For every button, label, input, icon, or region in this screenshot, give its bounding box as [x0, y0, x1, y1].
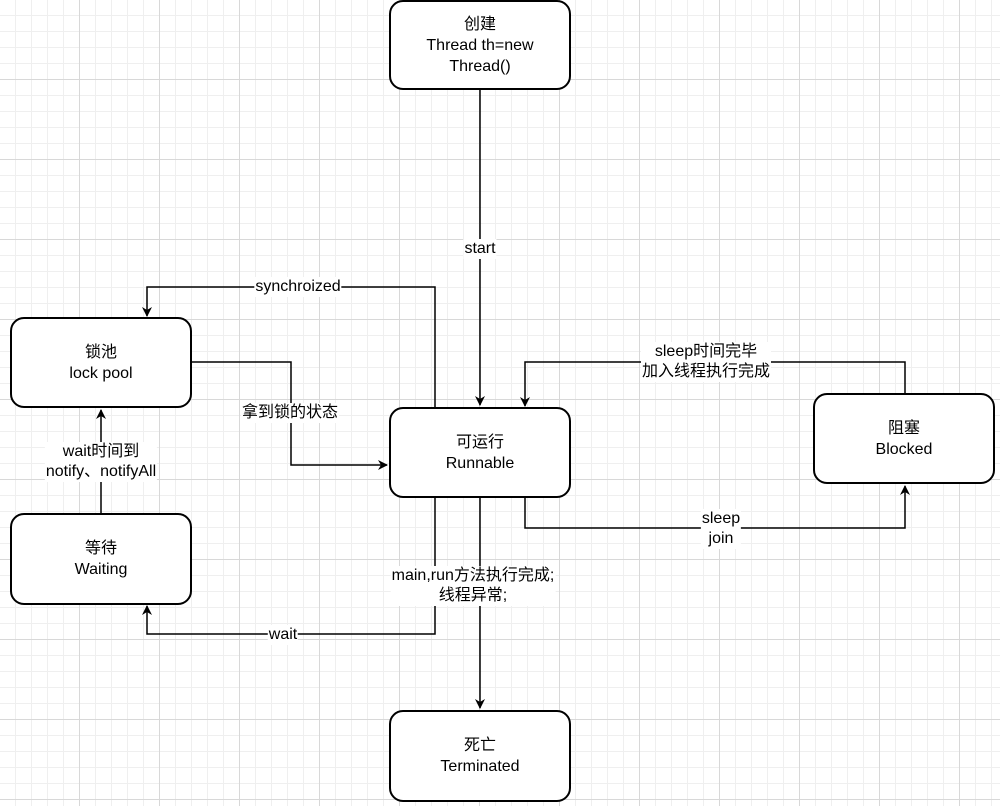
- node-runnable-title: 可运行: [455, 433, 504, 451]
- node-lock-pool-title: 锁池: [84, 343, 117, 361]
- node-lock-pool: 锁池 lock pool: [10, 317, 192, 408]
- node-create: 创建 Thread th=new Thread(): [389, 0, 571, 90]
- node-waiting-title: 等待: [84, 540, 117, 557]
- label-start: start: [463, 239, 497, 259]
- label-wait-to-lock-line1: wait时间到: [62, 443, 140, 460]
- node-lock-pool-subtitle: lock pool: [69, 364, 133, 382]
- node-create-code-2: Thread(): [449, 57, 511, 75]
- label-finish-line1: main,run方法执行完成;: [391, 567, 555, 584]
- node-blocked-title: 阻塞: [887, 419, 920, 437]
- node-terminated: 死亡 Terminated: [389, 710, 571, 802]
- label-wait: wait: [267, 625, 299, 645]
- node-blocked: 阻塞 Blocked: [813, 393, 995, 484]
- label-got-lock: 拿到锁的状态: [240, 403, 340, 423]
- label-wait-to-lock-line2: notify、notifyAll: [45, 463, 157, 480]
- node-create-title: 创建: [463, 15, 496, 33]
- node-waiting: 等待 Waiting: [10, 513, 192, 605]
- node-runnable: 可运行 Runnable: [389, 407, 571, 498]
- label-wait-to-lock: wait时间到 notify、notifyAll: [44, 442, 158, 482]
- node-blocked-subtitle: Blocked: [875, 440, 933, 458]
- label-sleep-done: sleep时间完毕 加入线程执行完成: [640, 342, 772, 382]
- node-create-code-1: Thread th=new: [426, 36, 534, 54]
- label-finish-line2: 线程异常;: [438, 587, 508, 604]
- node-terminated-subtitle: Terminated: [440, 758, 520, 775]
- label-synchronized: synchroized: [254, 277, 342, 297]
- label-sleep-done-line2: 加入线程执行完成: [641, 363, 771, 380]
- label-sleep-done-line1: sleep时间完毕: [654, 343, 758, 360]
- label-sleep-join-line1: sleep: [701, 510, 741, 527]
- label-finish: main,run方法执行完成; 线程异常;: [390, 566, 556, 606]
- node-waiting-subtitle: Waiting: [74, 561, 128, 578]
- node-terminated-title: 死亡: [463, 737, 496, 754]
- node-runnable-subtitle: Runnable: [445, 454, 515, 472]
- label-sleep-join: sleep join: [700, 509, 742, 549]
- label-sleep-join-line2: join: [708, 530, 734, 547]
